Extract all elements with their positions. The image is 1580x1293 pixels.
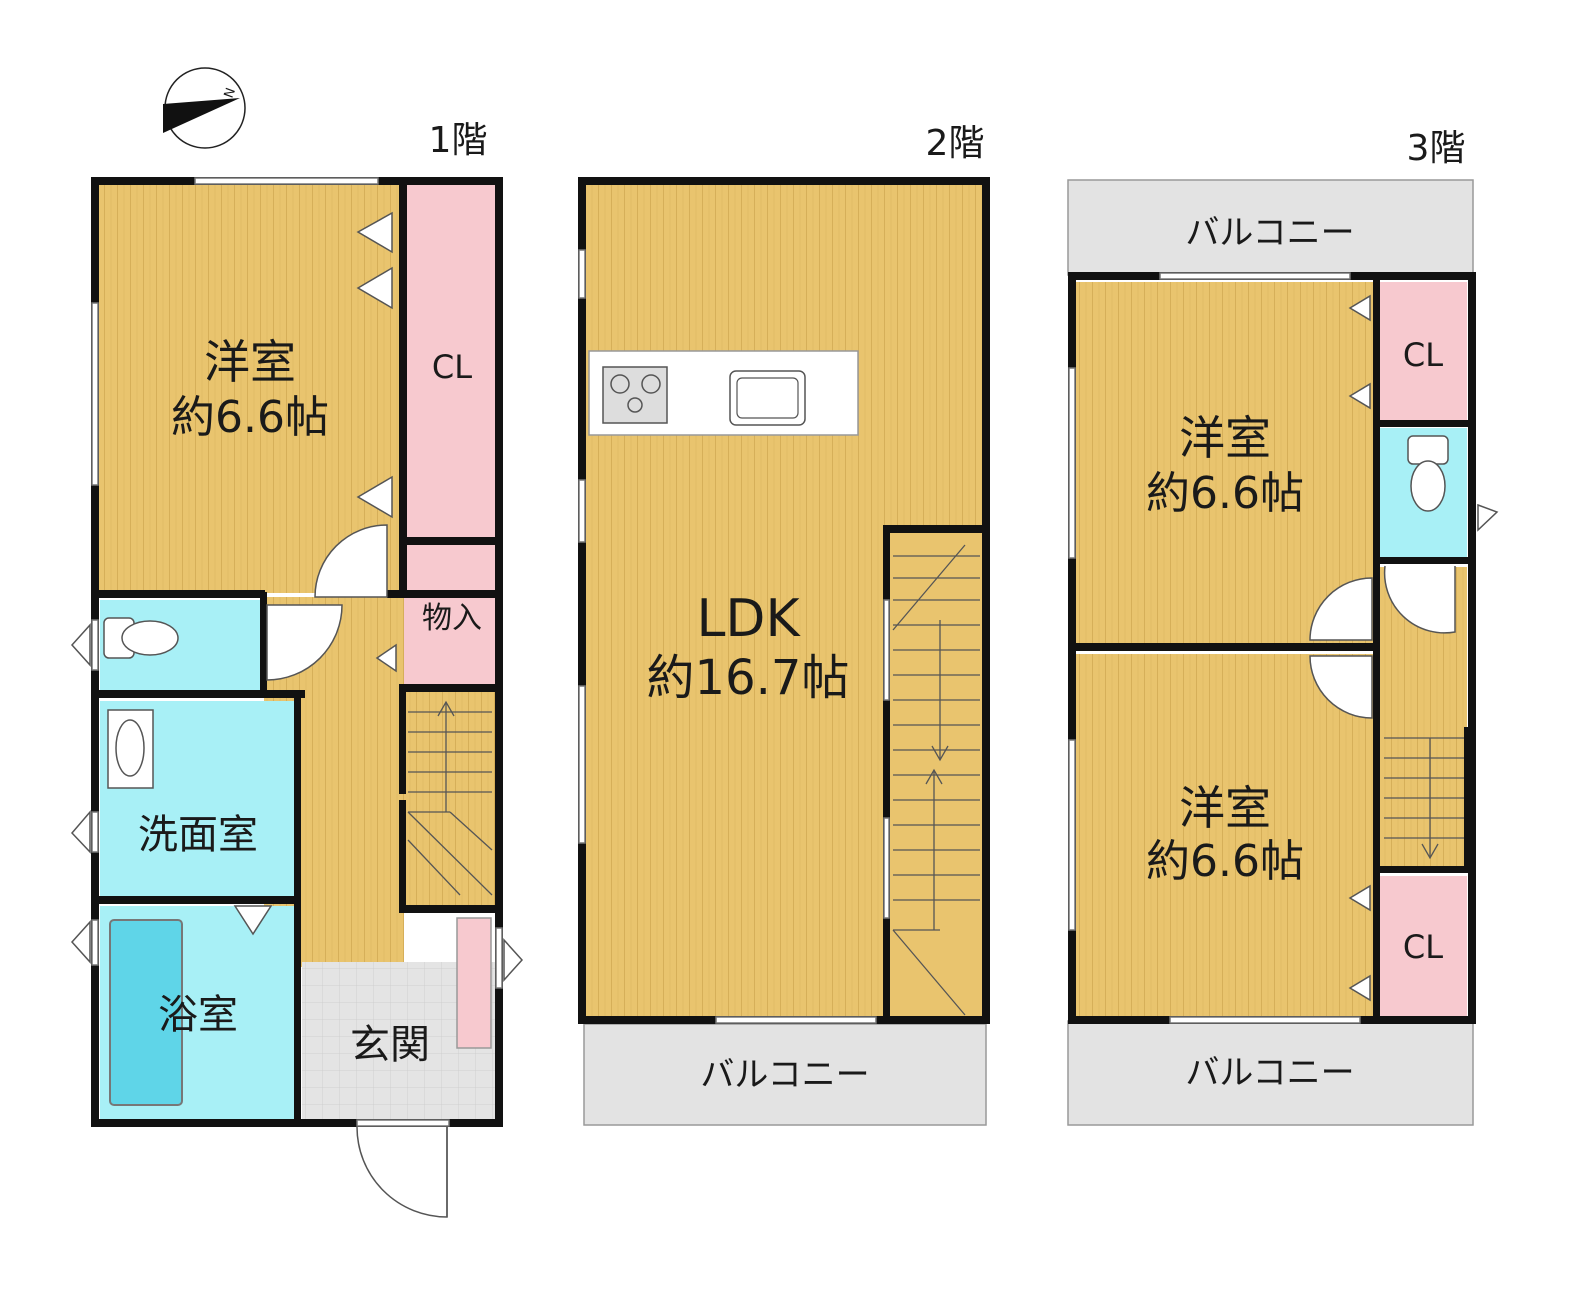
closet-2-label: CL <box>1403 928 1443 966</box>
windows-floor-3 <box>1068 272 1361 1024</box>
floor-1-label: 1階 <box>429 120 488 161</box>
balcony-3-north-floor <box>1067 179 1474 276</box>
western-room-1-name: 洋室 <box>1179 411 1271 465</box>
stairs-floor-3 <box>1384 737 1465 860</box>
closet-1-area <box>1380 282 1467 420</box>
western-room-1-size: 約6.6帖 <box>1146 468 1304 519</box>
western-room-2-floor <box>1075 654 1375 1017</box>
closet-area <box>403 183 496 538</box>
ldk-name: LDK <box>696 589 801 649</box>
toilet-fixture-floor-1 <box>103 617 179 659</box>
bathroom-label: 浴室 <box>158 992 238 1038</box>
stair-floor <box>402 688 496 910</box>
kitchen-counter <box>588 350 859 436</box>
doors-floor-3 <box>1309 294 1499 1002</box>
floor-2-plan: 2階 <box>578 123 990 1126</box>
western-room-2-name: 洋室 <box>1179 781 1271 835</box>
western-room-name: 洋室 <box>204 335 296 389</box>
balcony-3-south-floor <box>1067 1020 1474 1126</box>
floor-3-plan: 3階 <box>1067 128 1499 1126</box>
washroom-label: 洗面室 <box>138 812 258 858</box>
stairs-floor-1 <box>407 700 493 896</box>
balcony-2-floor <box>583 1023 987 1126</box>
balcony-3-south-label: バルコニー <box>1185 1053 1354 1093</box>
stove-icon <box>602 366 668 424</box>
floor-1-plan: 1階 <box>70 120 524 1218</box>
toilet-fixture-floor-3 <box>1407 435 1449 512</box>
entrance-label: 玄関 <box>350 1022 430 1068</box>
western-room-floor <box>97 183 403 593</box>
compass: N <box>163 67 246 149</box>
storage-area <box>403 545 496 688</box>
compass-north-letter: N <box>222 86 239 100</box>
stairs-floor-2 <box>892 544 980 1016</box>
balcony-3-north-label: バルコニー <box>1185 213 1354 253</box>
floor-3-label: 3階 <box>1407 128 1466 169</box>
bathtub <box>109 919 183 1106</box>
shoe-cabinet <box>456 917 492 1049</box>
western-room-1-floor <box>1075 282 1375 645</box>
floor-2-label: 2階 <box>926 123 985 164</box>
closet-2-area <box>1380 876 1467 1017</box>
windows-floor-2 <box>578 249 890 1024</box>
western-room-2-size: 約6.6帖 <box>1146 836 1304 887</box>
closet-1-label: CL <box>1403 336 1443 374</box>
western-room-size: 約6.6帖 <box>171 392 329 443</box>
wash-basin <box>107 709 154 789</box>
storage-label: 物入 <box>422 601 482 636</box>
balcony-2-label: バルコニー <box>700 1055 869 1095</box>
ldk-size: 約16.7帖 <box>647 650 850 706</box>
closet-label: CL <box>432 348 472 386</box>
windows-floor-1 <box>91 177 503 1127</box>
doors-floor-1 <box>70 211 524 1218</box>
